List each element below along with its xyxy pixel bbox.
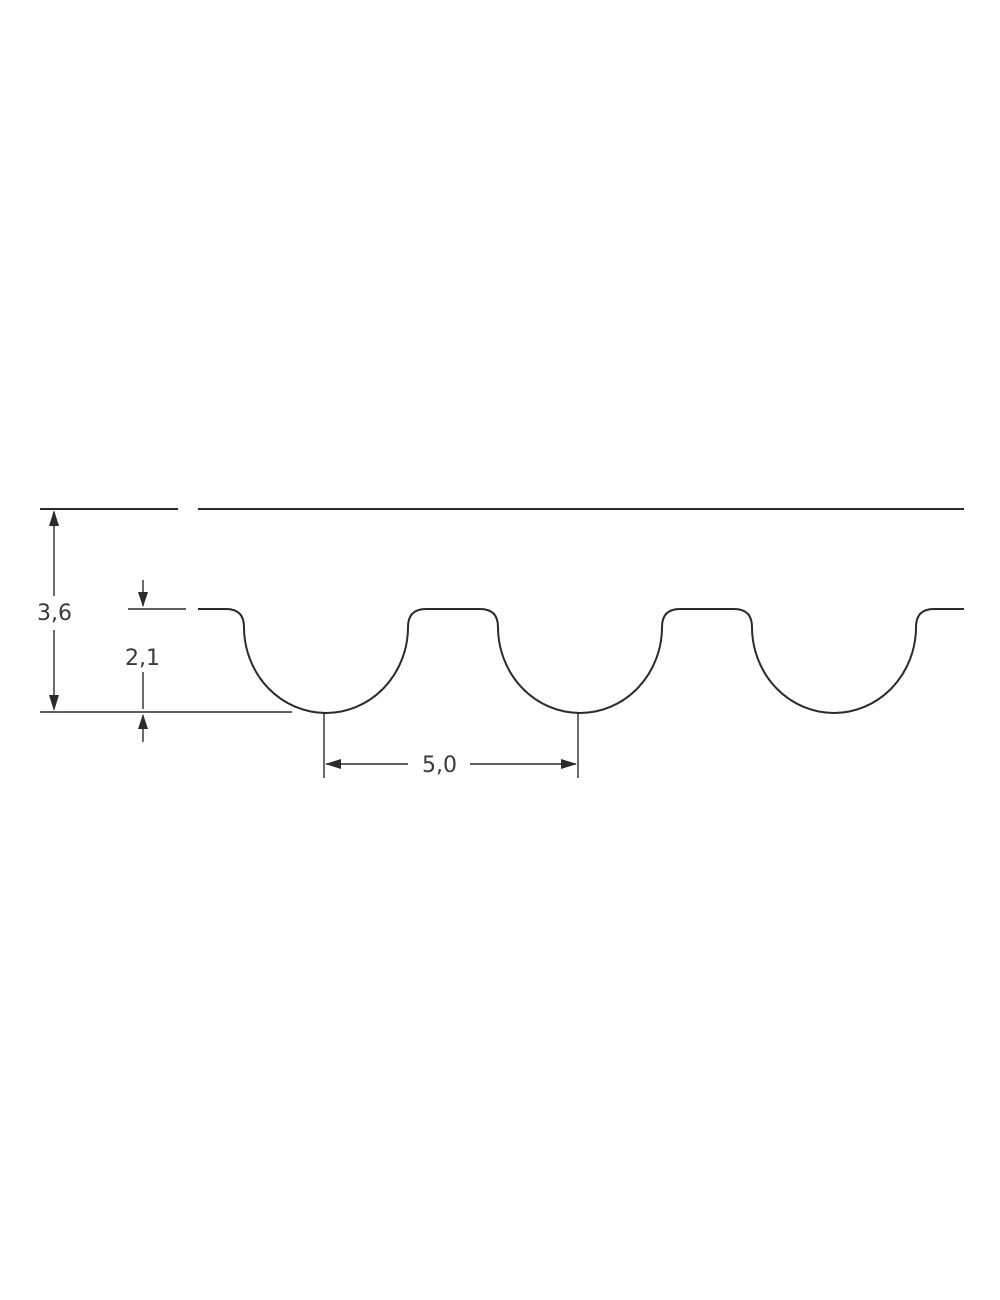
total-height-arrow-bottom (49, 695, 59, 711)
pitch-arrow-right (561, 759, 577, 769)
tooth-profile (198, 608, 964, 714)
tooth-height-dimension: 2,1 (125, 580, 160, 742)
total-height-dimension: 3,6 (37, 510, 72, 711)
total-height-arrow-top (49, 510, 59, 526)
pitch-dimension: 5,0 (323, 712, 579, 778)
tooth-height-label: 2,1 (125, 646, 160, 671)
pitch-label: 5,0 (422, 753, 457, 778)
pitch-arrow-left (325, 759, 341, 769)
tooth-height-arrow-bottom (138, 714, 148, 729)
tooth-height-arrow-top (138, 592, 148, 607)
total-height-label: 3,6 (37, 601, 72, 626)
